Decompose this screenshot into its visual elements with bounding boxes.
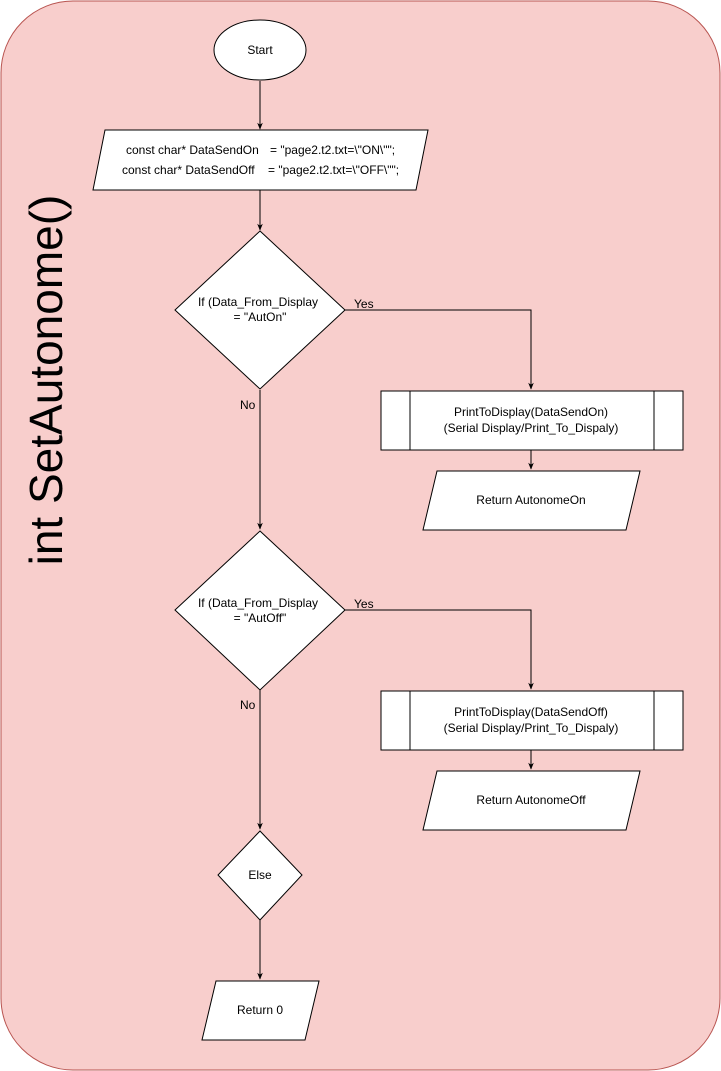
decision-1-line2: = "AutOn"	[234, 310, 287, 324]
arrow-decision1-yes	[345, 309, 534, 390]
decision-autOff	[174, 530, 346, 691]
decision-2-line1: If (Data_From_Display	[198, 596, 318, 610]
function-title: int SetAutonome()	[20, 195, 72, 566]
return-zero	[201, 980, 320, 1041]
process-1-line2: (Serial Display/Print_To_Dispaly)	[444, 421, 619, 435]
decision-2-yes-label: Yes	[354, 597, 374, 611]
start-node	[213, 19, 307, 81]
return-1-label: Return AutonomeOn	[476, 493, 585, 507]
process-2-line1: PrintToDisplay(DataSendOff)	[454, 705, 608, 719]
arrow-decision2-yes	[345, 609, 534, 690]
decision-2-line2: = "AutOff"	[234, 611, 287, 625]
else-node	[217, 830, 303, 921]
process-1-line1: PrintToDisplay(DataSendOn)	[454, 405, 608, 419]
decision-1-yes-label: Yes	[354, 297, 374, 311]
process-print-off	[380, 690, 684, 751]
process-2-line2: (Serial Display/Print_To_Dispaly)	[444, 721, 619, 735]
else-label: Else	[248, 868, 272, 882]
decision-2-no-label: No	[240, 698, 256, 712]
declarations-node	[92, 129, 429, 191]
return-autonome-off	[422, 770, 641, 831]
decision-1-no-label: No	[240, 398, 256, 412]
declaration-1-value: = "page2.t2.txt=\"ON\"";	[270, 143, 395, 157]
process-print-on	[380, 390, 684, 451]
declaration-2-type: const char* DataSendOff	[122, 163, 255, 177]
declaration-1-type: const char* DataSendOn	[126, 143, 259, 157]
declaration-2-value: = "page2.t2.txt=\"OFF\"";	[268, 163, 399, 177]
start-label: Start	[247, 43, 273, 57]
return-2-label: Return AutonomeOff	[476, 793, 586, 807]
connectors	[257, 81, 534, 980]
return-0-label: Return 0	[237, 1003, 283, 1017]
decision-autOn	[174, 230, 346, 390]
return-autonome-on	[422, 470, 641, 531]
decision-1-line1: If (Data_From_Display	[198, 295, 318, 309]
